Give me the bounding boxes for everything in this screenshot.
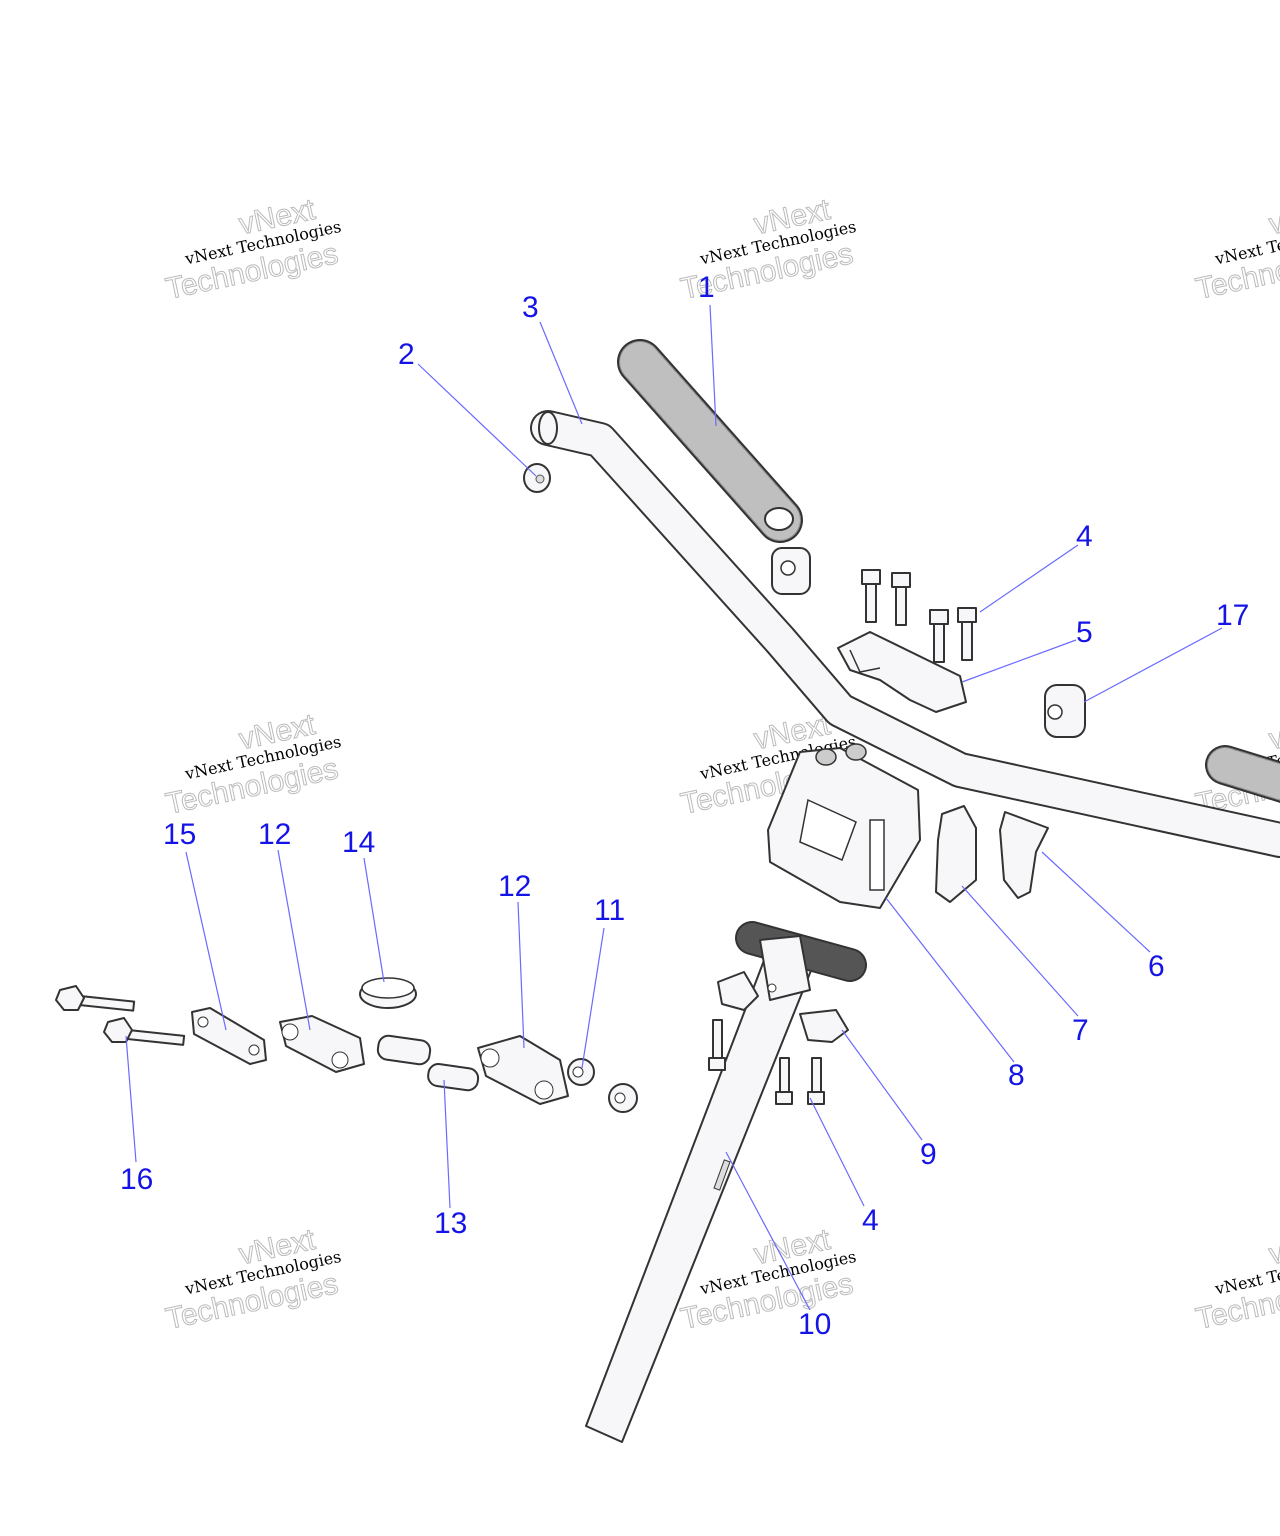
grip-part: [617, 339, 803, 543]
bracket-part-12-right: [477, 1035, 569, 1105]
cover-part-6: [999, 811, 1049, 899]
watermark-vnext: vNext: [1266, 193, 1280, 241]
callout-12-left: 12: [258, 818, 291, 851]
watermark-vnext: vNext: [1266, 1223, 1280, 1271]
upper-clamp-part: [837, 631, 967, 713]
riser-block-part: [767, 743, 921, 909]
callout-15: 15: [163, 818, 196, 851]
collar-part-17: [1044, 684, 1086, 738]
bolt-set-lower: [708, 1019, 825, 1105]
handlebar-part: [530, 410, 1280, 858]
callout-11: 11: [594, 894, 625, 927]
callout-2: 2: [398, 338, 415, 371]
callout-14: 14: [342, 826, 375, 859]
callout-5: 5: [1076, 616, 1093, 649]
callout-16: 16: [120, 1163, 153, 1196]
leader-lines: [125, 304, 1223, 1311]
ring-part-14: [359, 977, 417, 1009]
callout-17: 17: [1216, 599, 1249, 632]
callout-6: 6: [1148, 950, 1165, 983]
cover-part-7: [935, 805, 977, 903]
callout-9: 9: [920, 1138, 937, 1171]
bracket-part-12-left: [279, 1015, 365, 1073]
grip-right-part: [1205, 745, 1280, 803]
grip-collar-part: [771, 547, 811, 595]
callout-4-upper: 4: [1076, 520, 1093, 553]
watermark: vNext vNext Technologies Technologies: [1192, 1222, 1280, 1336]
link-plate-part: [191, 1007, 267, 1065]
watermark: vNext vNext Technologies Technologies: [162, 192, 342, 306]
callout-1: 1: [698, 271, 715, 304]
callout-13: 13: [434, 1207, 467, 1240]
callout-12-right: 12: [498, 870, 531, 903]
steering-column-part: [585, 921, 867, 1443]
nut-part-11: [567, 1058, 638, 1113]
callout-10: 10: [798, 1308, 831, 1341]
bolt-set-upper: [861, 569, 977, 663]
callout-8: 8: [1008, 1059, 1025, 1092]
lower-clamp-part: [717, 971, 849, 1043]
callout-4-lower: 4: [862, 1204, 879, 1237]
watermark: vNext vNext Technologies Technologies: [162, 1222, 342, 1336]
watermark: vNext vNext Technologies Technologies: [162, 707, 342, 821]
spacer-part: [376, 1034, 480, 1092]
long-bolt-part: [55, 985, 186, 1046]
callout-7: 7: [1072, 1014, 1089, 1047]
watermark-vnext: vNext: [1266, 708, 1280, 756]
callout-3: 3: [522, 291, 539, 324]
watermark: vNext vNext Technologies Technologies: [1192, 192, 1280, 306]
